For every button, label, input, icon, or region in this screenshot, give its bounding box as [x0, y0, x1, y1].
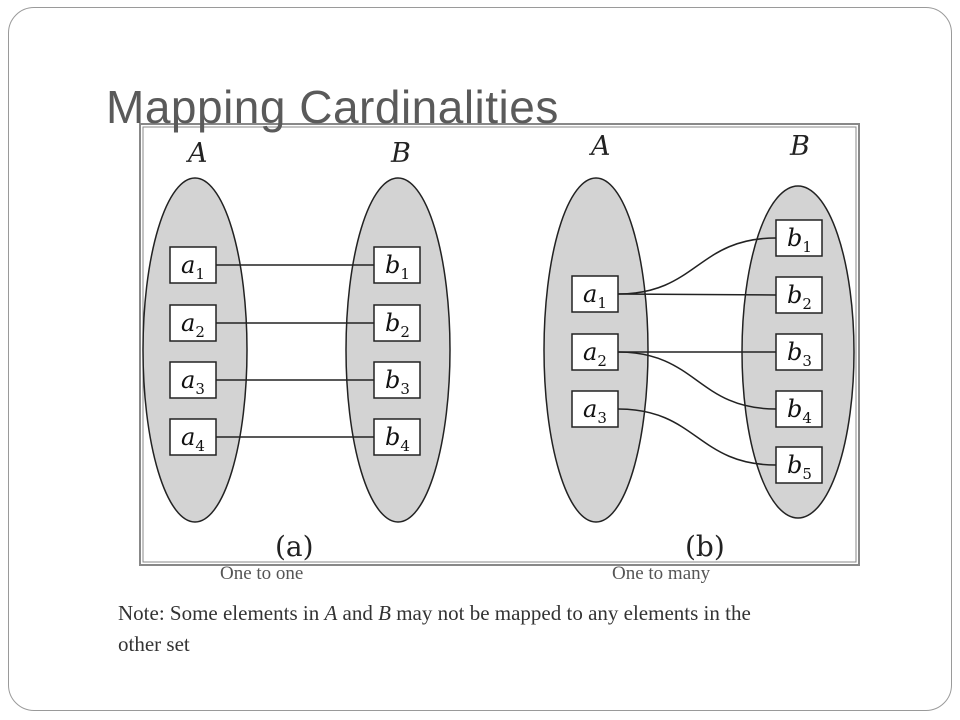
panel-b-element-b4: b4 — [775, 390, 823, 428]
panel-b-element-a1: a1 — [571, 275, 619, 313]
slide-title: Mapping Cardinalities — [106, 81, 559, 133]
panel-a-element-subscript: 3 — [195, 380, 205, 398]
panel-b-element-box — [571, 275, 619, 313]
panel-b-element-subscript: 4 — [802, 409, 812, 427]
panel-b-element-b2: b2 — [775, 276, 823, 314]
panel-a-element-subscript: 4 — [195, 437, 205, 455]
panel-a-element-box — [169, 246, 217, 284]
panel-a-element-subscript: 1 — [400, 265, 410, 283]
panel-b-element-a3: a3 — [571, 390, 619, 428]
panel-a-element-box — [169, 304, 217, 342]
panel-a-element-b3: b3 — [373, 361, 421, 399]
caption-one-to-many: One to many — [612, 563, 711, 584]
caption-one-to-one: One to one — [220, 563, 304, 584]
panel-b-element-subscript: 5 — [802, 465, 812, 483]
note-part-3: may not be mapped to any elements in the… — [118, 601, 751, 656]
panel-b-element-box — [775, 219, 823, 257]
panel-a-element-a3: a3 — [169, 361, 217, 399]
note-part-1: Note: Some elements in — [118, 601, 325, 625]
panel-a-element-label: b1 — [385, 251, 410, 283]
panel-a-element-subscript: 2 — [195, 323, 205, 341]
panel-b-a-elements: a1 a2 a3 — [571, 275, 619, 428]
panel-a-element-box — [373, 418, 421, 456]
panel-b-element-subscript: 1 — [802, 238, 812, 256]
panel-a-element-a4: a4 — [169, 418, 217, 456]
panel-b-b-elements: b1 b2 b3 b4 b5 — [775, 219, 823, 484]
panel-a-set-b-label: B — [390, 138, 411, 169]
panel-b-element-subscript: 2 — [802, 295, 812, 313]
panel-a-element-subscript: 1 — [195, 265, 205, 283]
panel-b-element-box — [775, 446, 823, 484]
panel-a-element-box — [169, 361, 217, 399]
panel-b-element-subscript: 3 — [802, 352, 812, 370]
note-set-b: B — [378, 601, 391, 625]
panel-b-element-subscript: 3 — [597, 409, 607, 427]
panel-a-a-elements: a1 a2 a3 a4 — [169, 246, 217, 456]
panel-a-element-b1: b1 — [373, 246, 421, 284]
panel-a-set-a-label: A — [185, 138, 208, 169]
panel-b-element-subscript: 2 — [597, 352, 607, 370]
panel-a-b-elements: b1 b2 b3 b4 — [373, 246, 421, 456]
panel-b-element-b3: b3 — [775, 333, 823, 371]
panel-b-element-box — [571, 333, 619, 371]
note-part-2: and — [337, 601, 379, 625]
panel-a-element-box — [169, 418, 217, 456]
figure-border — [139, 123, 860, 566]
panel-b-element-label: b1 — [787, 224, 812, 256]
panel-b: A B a1 a2 a3 b1 b2 b3 b4 b5 (b) — [543, 131, 855, 563]
panel-a-element-label: b3 — [385, 366, 410, 398]
panel-a-set-b-ellipse — [345, 177, 451, 523]
panel-a-element-b4: b4 — [373, 418, 421, 456]
panel-b-mapping-line — [617, 293, 777, 296]
note-set-a: A — [324, 601, 338, 625]
panel-b-element-box — [775, 276, 823, 314]
panel-b-element-b5: b5 — [775, 446, 823, 484]
panel-a-set-a-ellipse — [142, 177, 248, 523]
panel-a-element-box — [373, 361, 421, 399]
panel-a: A B a1 a2 a3 a4 b1 b2 b3 b4 (a) — [142, 138, 451, 563]
panel-b-element-subscript: 1 — [597, 294, 607, 312]
note-text: Note: Some elements in A and B may not b… — [118, 598, 768, 660]
panel-b-element-box — [571, 390, 619, 428]
panel-b-mapping-line — [617, 351, 777, 410]
panel-b-element-box — [775, 333, 823, 371]
panel-a-element-subscript: 3 — [400, 380, 410, 398]
panel-b-label: (b) — [685, 530, 725, 563]
panel-b-set-a-label: A — [588, 131, 611, 162]
panel-a-label: (a) — [275, 530, 314, 563]
panel-b-mapping-line — [617, 237, 777, 295]
panel-b-set-b-label: B — [789, 131, 810, 162]
panel-a-element-subscript: 4 — [400, 437, 410, 455]
panel-a-element-a2: a2 — [169, 304, 217, 342]
panel-b-element-box — [775, 390, 823, 428]
panel-b-mapping-line — [617, 408, 777, 466]
panel-a-mapping-lines — [216, 264, 374, 438]
panel-b-element-a2: a2 — [571, 333, 619, 371]
panel-a-element-b2: b2 — [373, 304, 421, 342]
panel-b-element-b1: b1 — [775, 219, 823, 257]
panel-a-element-box — [373, 304, 421, 342]
panel-a-element-subscript: 2 — [400, 323, 410, 341]
panel-a-element-box — [373, 246, 421, 284]
panel-a-element-a1: a1 — [169, 246, 217, 284]
panel-b-mapping-lines — [617, 237, 777, 466]
